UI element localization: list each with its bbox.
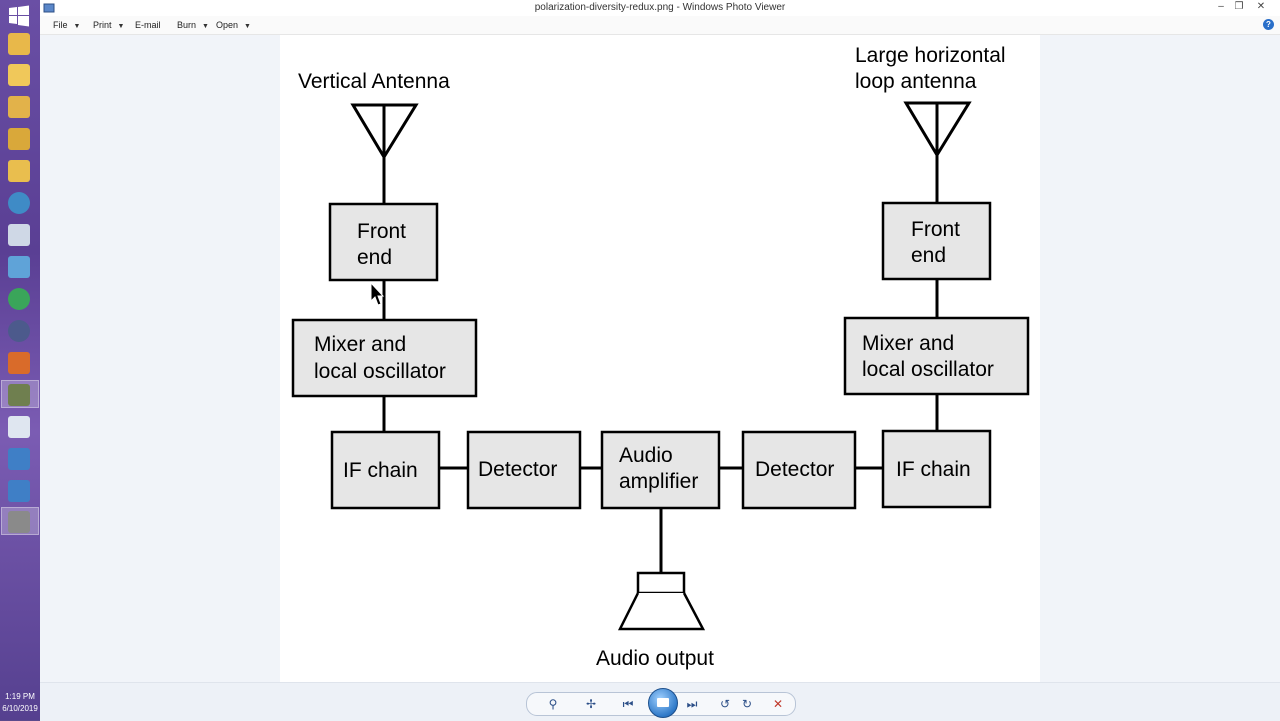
menu-bar: File ▼ Print ▼ E-mail Burn ▼ Open ▼ ? <box>40 16 1280 35</box>
right-front-end-block: Front end <box>881 201 992 281</box>
windows-logo-icon[interactable] <box>8 5 30 27</box>
photo-icon[interactable] <box>8 448 30 470</box>
photo-icon[interactable] <box>8 480 30 502</box>
chevron-down-icon: ▼ <box>202 23 209 30</box>
right-mixer-line2: local oscillator <box>862 358 994 381</box>
displayed-image: Vertical Antenna Large horizontal loop a… <box>280 35 1040 682</box>
viewer-toolbar: ⚲ ✢ ⏮ ⏭ ↺ ↻ ✕ <box>40 682 1280 721</box>
right-detector-label: Detector <box>755 458 834 481</box>
menu-print[interactable]: Print ▼ <box>93 16 124 34</box>
audio-amplifier-line1: Audio <box>619 444 673 467</box>
rotate-left-icon[interactable]: ↺ <box>719 697 731 711</box>
left-if-chain-block: IF chain <box>330 430 441 510</box>
left-front-end-line2: end <box>357 246 392 269</box>
menu-open[interactable]: Open ▼ <box>216 16 251 34</box>
archive-icon[interactable] <box>8 128 30 150</box>
left-detector-label: Detector <box>478 458 557 481</box>
minimize-button[interactable]: – <box>1218 1 1224 12</box>
clock-time[interactable]: 1:19 PM <box>5 692 35 701</box>
left-detector-block: Detector <box>466 430 582 510</box>
photo-viewer-icon[interactable] <box>8 511 30 533</box>
menu-email-label: E-mail <box>135 20 161 30</box>
media-icon[interactable] <box>8 320 30 342</box>
left-antenna-label: Vertical Antenna <box>298 70 450 93</box>
right-front-end-line1: Front <box>911 218 960 241</box>
photo-viewer-window: polarization-diversity-redux.png - Windo… <box>40 0 1280 721</box>
left-if-chain-label: IF chain <box>343 459 418 482</box>
taskbar: 1:19 PM 6/10/2019 <box>0 0 40 720</box>
left-antenna-symbol <box>350 103 419 204</box>
camera-icon[interactable] <box>8 384 30 406</box>
app-icon <box>43 3 55 13</box>
right-mixer-line1: Mixer and <box>862 332 954 355</box>
chevron-down-icon: ▼ <box>73 23 81 30</box>
menu-open-label: Open <box>216 20 239 30</box>
network-icon[interactable] <box>8 192 30 214</box>
rotate-right-icon[interactable]: ↻ <box>741 697 753 711</box>
help-icon[interactable]: ? <box>1263 19 1274 30</box>
left-mixer-block: Mixer and local oscillator <box>291 318 478 398</box>
right-detector-block: Detector <box>741 430 857 510</box>
folder-icon[interactable] <box>8 160 30 182</box>
menu-email[interactable]: E-mail <box>135 16 161 34</box>
slideshow-icon[interactable] <box>648 688 678 718</box>
chevron-down-icon: ▼ <box>117 23 125 30</box>
document-icon[interactable] <box>8 96 30 118</box>
next-icon[interactable]: ⏭ <box>686 697 698 711</box>
previous-icon[interactable]: ⏮ <box>622 697 634 711</box>
fit-icon[interactable]: ✢ <box>585 697 597 711</box>
clock-date[interactable]: 6/10/2019 <box>2 704 38 713</box>
delete-icon[interactable]: ✕ <box>772 697 784 711</box>
left-mixer-line1: Mixer and <box>314 333 406 356</box>
right-if-chain-label: IF chain <box>896 458 971 481</box>
right-antenna-label-line2: loop antenna <box>855 70 977 93</box>
right-antenna-symbol <box>903 101 972 203</box>
title-bar[interactable]: polarization-diversity-redux.png - Windo… <box>40 0 1280 16</box>
paint-icon[interactable] <box>8 256 30 278</box>
image-viewport[interactable]: Vertical Antenna Large horizontal loop a… <box>40 35 1280 682</box>
right-if-chain-block: IF chain <box>881 429 992 509</box>
menu-print-label: Print <box>93 20 112 30</box>
right-antenna-label-line1: Large horizontal <box>855 44 1006 67</box>
left-front-end-line1: Front <box>357 220 406 243</box>
folder-icon[interactable] <box>8 33 30 55</box>
tools-icon[interactable] <box>8 352 30 374</box>
left-mixer-line2: local oscillator <box>314 360 446 383</box>
audio-amplifier-block: Audio amplifier <box>600 430 721 510</box>
mouse-cursor-icon <box>370 281 385 306</box>
right-front-end-line2: end <box>911 244 946 267</box>
browser-icon[interactable] <box>8 288 30 310</box>
menu-file-label: File <box>53 20 68 30</box>
restore-button[interactable]: ❐ <box>1234 1 1244 12</box>
right-mixer-block: Mixer and local oscillator <box>843 316 1030 396</box>
audio-amplifier-line2: amplifier <box>619 470 698 493</box>
left-front-end-block: Front end <box>328 202 439 282</box>
speaker-icon <box>617 571 706 631</box>
menu-burn-label: Burn <box>177 20 197 30</box>
audio-output-label: Audio output <box>596 647 714 670</box>
image-icon[interactable] <box>8 224 30 246</box>
window-title: polarization-diversity-redux.png - Windo… <box>534 2 786 13</box>
close-window-button[interactable]: ✕ <box>1256 1 1266 12</box>
menu-file[interactable]: File ▼ <box>53 16 80 34</box>
playback-controls: ⚲ ✢ ⏮ ⏭ ↺ ↻ ✕ <box>526 688 796 718</box>
menu-burn[interactable]: Burn ▼ <box>177 16 209 34</box>
calculator-icon[interactable] <box>8 416 30 438</box>
chevron-down-icon: ▼ <box>244 23 251 30</box>
block-diagram: Vertical Antenna Large horizontal loop a… <box>291 44 1030 670</box>
file-icon[interactable] <box>8 64 30 86</box>
zoom-icon[interactable]: ⚲ <box>548 697 558 711</box>
